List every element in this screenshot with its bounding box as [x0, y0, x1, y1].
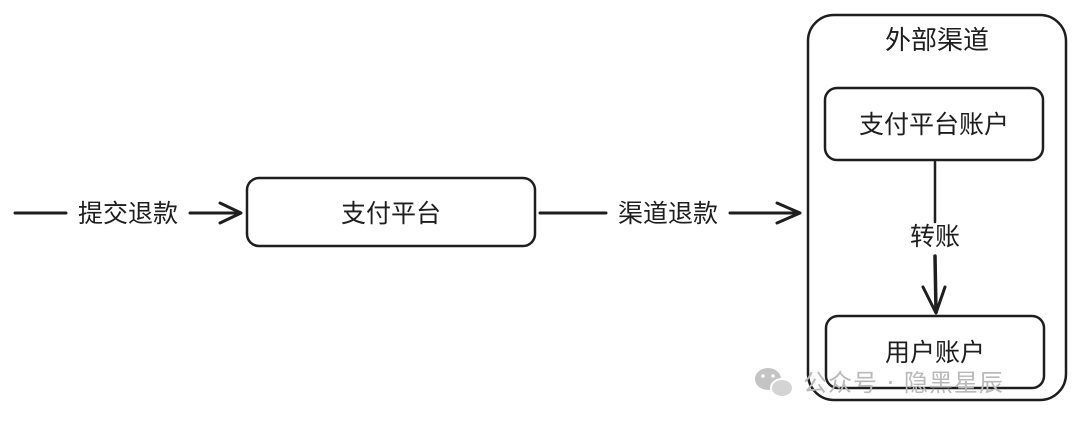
platform-account-label: 支付平台账户: [859, 110, 1009, 139]
user-account-box: [824, 314, 1046, 390]
channel-refund-arrowhead: [775, 201, 802, 225]
watermark-text: 公众号 · 隐黑星辰: [803, 369, 1004, 397]
channel-refund-label: 渠道退款: [618, 199, 718, 228]
user-account-label: 用户账户: [885, 338, 985, 367]
payment-platform-box: [245, 176, 537, 248]
external-channel-title: 外部渠道: [885, 26, 989, 56]
transfer-arrow-line-lower: [933, 254, 938, 314]
transfer-label: 转账: [910, 222, 960, 251]
submit-refund-arrowhead: [218, 201, 243, 225]
transfer-arrowhead: [921, 285, 947, 315]
payment-platform-label: 支付平台: [341, 199, 441, 228]
platform-account-box: [823, 86, 1045, 162]
external-channel-container: [806, 13, 1068, 402]
wechat-icon: [755, 368, 794, 398]
submit-refund-label: 提交退款: [78, 199, 178, 228]
